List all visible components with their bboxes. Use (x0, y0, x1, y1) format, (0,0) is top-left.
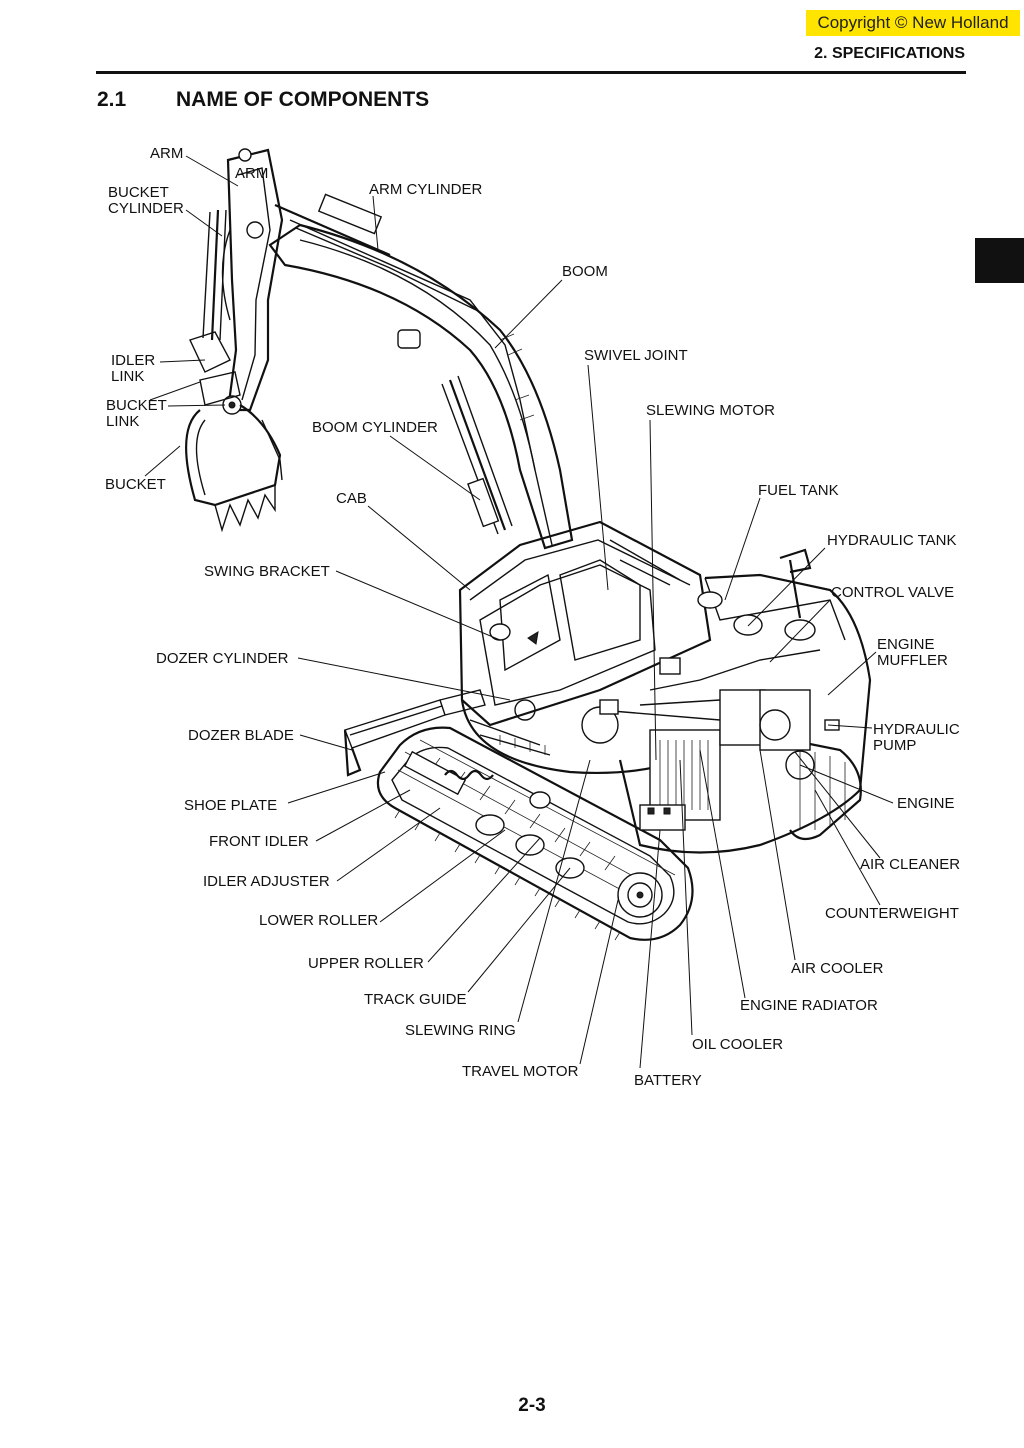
label-oil-cooler: OIL COOLER (692, 1036, 783, 1053)
label-engine-radiator: ENGINE RADIATOR (740, 997, 878, 1014)
label-idler-adjuster: IDLER ADJUSTER (203, 873, 330, 890)
label-slewing-ring: SLEWING RING (405, 1022, 516, 1039)
label-cab: CAB (336, 490, 367, 507)
label-air-cleaner: AIR CLEANER (860, 856, 960, 873)
label-counterweight: COUNTERWEIGHT (825, 905, 959, 922)
label-fuel-tank: FUEL TANK (758, 482, 839, 499)
label-shoe-plate: SHOE PLATE (184, 797, 277, 814)
label-idler-link-line2: LINK (111, 368, 144, 385)
label-boom: BOOM (562, 263, 608, 280)
label-front-idler: FRONT IDLER (209, 833, 309, 850)
copyright-banner: Copyright © New Holland (806, 10, 1020, 36)
label-lower-roller: LOWER ROLLER (259, 912, 378, 929)
label-bucket-cylinder-line2: CYLINDER (108, 200, 184, 217)
excavator-drawing: ARM (185, 148, 872, 941)
label-travel-motor: TRAVEL MOTOR (462, 1063, 579, 1080)
label-track-guide: TRACK GUIDE (364, 991, 467, 1008)
label-hydraulic-tank: HYDRAULIC TANK (827, 532, 956, 549)
label-air-cooler: AIR COOLER (791, 960, 884, 977)
label-engine: ENGINE (897, 795, 955, 812)
label-upper-roller: UPPER ROLLER (308, 955, 424, 972)
label-boom-cylinder: BOOM CYLINDER (312, 419, 438, 436)
label-engine-muffler-line1: ENGINE (877, 636, 935, 653)
heading-number: 2.1 (97, 88, 127, 111)
label-engine-muffler-line2: MUFFLER (877, 652, 948, 669)
label-arm: ARM (150, 145, 183, 162)
label-arm-cylinder: ARM CYLINDER (369, 181, 483, 198)
label-dozer-cylinder: DOZER CYLINDER (156, 650, 289, 667)
label-bucket-link-line1: BUCKET (106, 397, 167, 414)
label-slewing-motor: SLEWING MOTOR (646, 402, 775, 419)
label-dozer-blade: DOZER BLADE (188, 727, 294, 744)
label-control-valve: CONTROL VALVE (831, 584, 954, 601)
leader-lines (144, 155, 894, 1069)
arm-drawing (189, 148, 284, 415)
section-title: 2. SPECIFICATIONS (814, 45, 965, 62)
header-rule (96, 71, 966, 74)
label-hydraulic-pump-line1: HYDRAULIC (873, 721, 960, 738)
label-bucket: BUCKET (105, 476, 166, 493)
crawler-track (376, 726, 694, 941)
engine-compartment-drawing (599, 548, 872, 854)
label-idler-link-line1: IDLER (111, 352, 155, 369)
boom-drawing (268, 193, 574, 550)
component-labels: ARM BUCKET CYLINDER ARM CYLINDER BOOM ID… (105, 145, 960, 1089)
page-number: 2-3 (518, 1395, 546, 1416)
label-swing-bracket: SWING BRACKET (204, 563, 330, 580)
label-bucket-cylinder-line1: BUCKET (108, 184, 169, 201)
bucket-drawing (185, 404, 283, 533)
label-hydraulic-pump-line2: PUMP (873, 737, 916, 754)
label-bucket-link-line2: LINK (106, 413, 139, 430)
arm-stamp-text: ARM (235, 165, 268, 182)
chapter-tab-marker (975, 238, 1024, 283)
dozer-blade-drawing (343, 689, 486, 777)
heading-title: NAME OF COMPONENTS (176, 88, 430, 111)
label-battery: BATTERY (634, 1072, 702, 1089)
label-swivel-joint: SWIVEL JOINT (584, 347, 688, 364)
